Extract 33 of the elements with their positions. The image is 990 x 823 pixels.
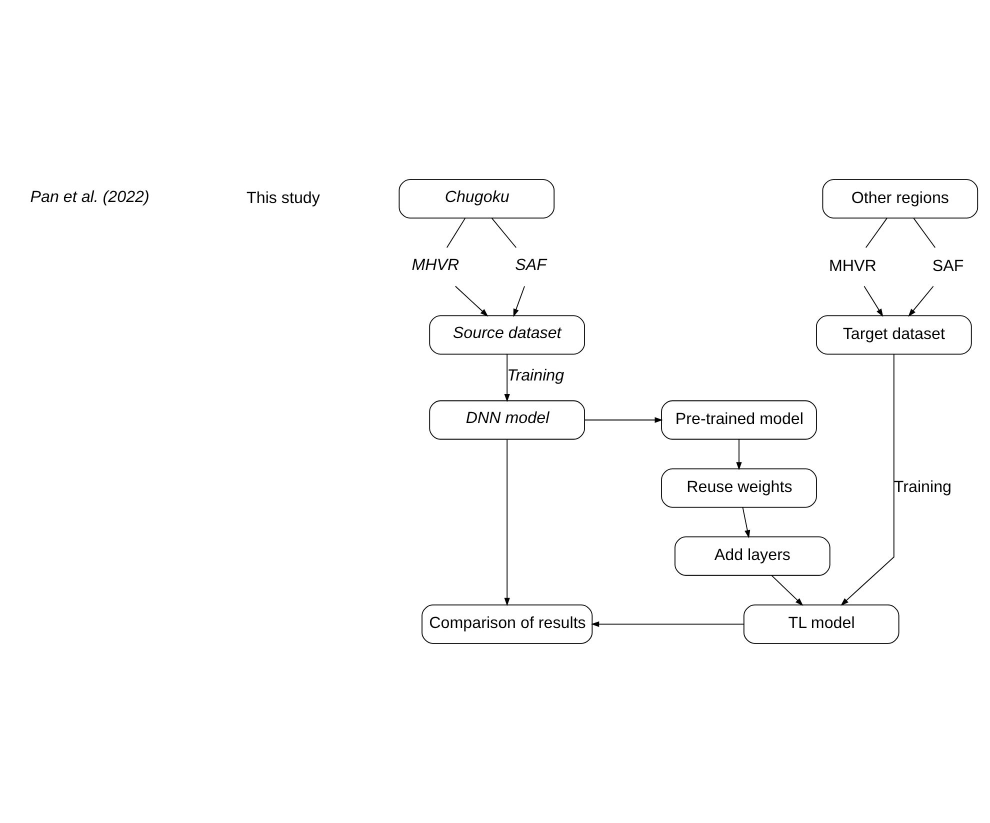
arrow xyxy=(513,286,525,317)
connector xyxy=(913,218,936,248)
node-box: Reuse weights xyxy=(661,468,817,508)
node-text: SAF xyxy=(515,256,546,274)
arrow xyxy=(742,506,750,538)
arrow xyxy=(504,439,510,606)
label: This study xyxy=(246,188,320,207)
arrow xyxy=(864,286,884,317)
node-box: TL model xyxy=(743,604,900,644)
node-text: MHVR xyxy=(829,256,876,275)
node-box: DNN model xyxy=(429,400,585,440)
arrow xyxy=(591,621,744,627)
node-text: SAF xyxy=(932,256,964,275)
arrow xyxy=(584,417,663,423)
edge-label: Training xyxy=(507,366,564,385)
arrow xyxy=(736,438,742,470)
node-box: Target dataset xyxy=(816,315,972,355)
connector xyxy=(865,218,888,248)
node-box: Source dataset xyxy=(429,315,585,355)
node-box: Chugoku xyxy=(398,179,555,219)
arrow xyxy=(771,575,804,606)
arrow xyxy=(840,354,894,606)
node-box: Pre-trained model xyxy=(661,400,817,440)
connector xyxy=(491,218,517,248)
node-text: MHVR xyxy=(412,256,460,274)
arrow xyxy=(908,286,934,317)
node-box: Add layers xyxy=(674,536,830,576)
node-box: Comparison of results xyxy=(422,604,593,644)
label: Pan et al. (2022) xyxy=(30,188,150,206)
node-box: Other regions xyxy=(822,179,978,219)
connector xyxy=(446,218,466,248)
arrow xyxy=(504,354,510,402)
arrow xyxy=(454,286,488,317)
